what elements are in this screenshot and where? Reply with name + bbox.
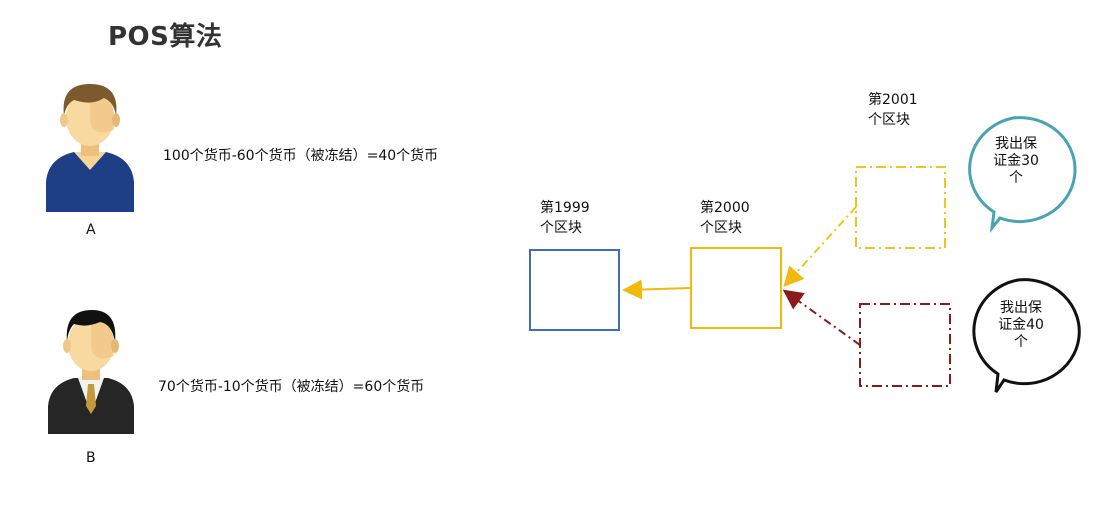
block-2000-box <box>690 247 782 329</box>
bubble-black-line1: 我出保 <box>1000 300 1042 316</box>
bubble-teal-line3: 个 <box>1009 170 1023 186</box>
bubble-black-text: 我出保 证金40 个 <box>983 300 1059 351</box>
speech-bubble-teal <box>968 116 1077 234</box>
bubble-teal-line1: 我出保 <box>995 136 1037 152</box>
person-b-balance: 70个货币-10个货币（被冻结）=60个货币 <box>158 379 425 395</box>
page-title: POS算法 <box>108 22 223 52</box>
man-casual-avatar-icon <box>46 84 134 212</box>
arrow-2000-to-1999 <box>622 279 691 300</box>
bubble-black-line3: 个 <box>1014 334 1028 350</box>
person-a-label: A <box>86 222 96 238</box>
block-1999-label-line1: 第1999 <box>540 200 590 216</box>
block-2001-label-line2: 个区块 <box>868 112 910 128</box>
candidate-block-yellow <box>855 166 946 249</box>
candidate-block-red <box>859 303 951 387</box>
arrow-candidate-red-to-2000 <box>782 289 861 346</box>
bubble-teal-line2: 证金30 <box>993 153 1039 169</box>
block-1999-label: 第1999 个区块 <box>540 198 590 238</box>
man-suit-avatar-icon <box>48 310 134 434</box>
block-2000-label-line1: 第2000 <box>700 200 750 216</box>
speech-bubble-black <box>972 278 1081 393</box>
block-2001-label-line1: 第2001 <box>868 92 918 108</box>
block-1999-box <box>529 249 620 331</box>
person-b-label: B <box>86 450 96 466</box>
bubble-black-line2: 证金40 <box>998 317 1044 333</box>
block-2000-label-line2: 个区块 <box>700 220 742 236</box>
block-2000-label: 第2000 个区块 <box>700 198 750 238</box>
block-2001-label: 第2001 个区块 <box>868 90 918 130</box>
block-1999-label-line2: 个区块 <box>540 220 582 236</box>
arrow-candidate-yellow-to-2000 <box>783 206 857 287</box>
bubble-teal-text: 我出保 证金30 个 <box>978 136 1054 187</box>
person-a-balance: 100个货币-60个货币（被冻结）=40个货币 <box>163 148 439 164</box>
